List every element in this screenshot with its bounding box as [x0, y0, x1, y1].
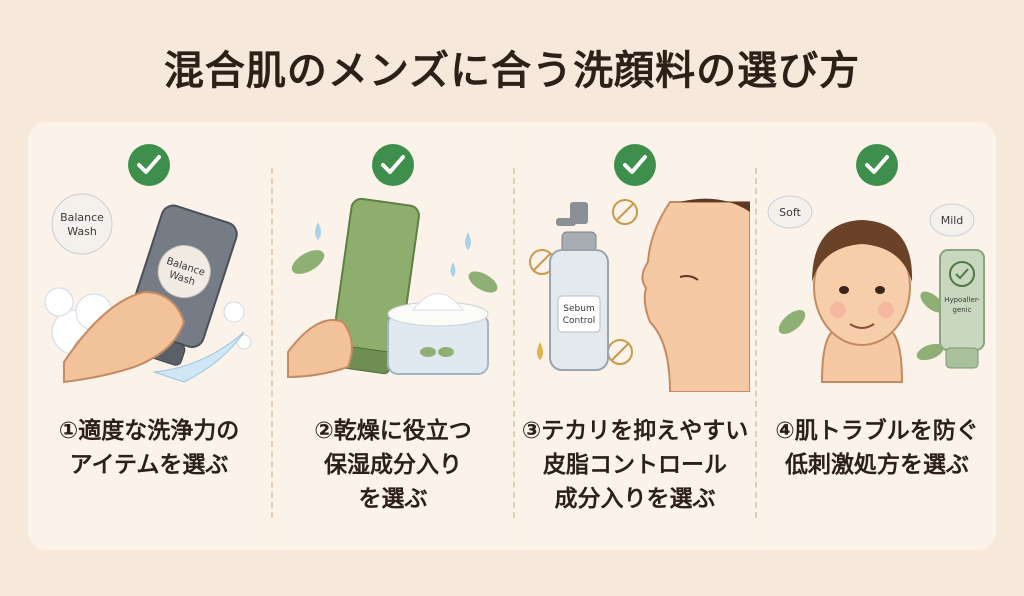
step-card-3: Sebum Control ③テカリを抑えやすい 皮脂コントロール 成分入りを選… [516, 122, 754, 550]
check-icon [128, 144, 170, 186]
low-irritation-illustration: Soft Mild Hypoaller- genic [762, 192, 992, 392]
divider [513, 168, 515, 518]
sebum-control-illustration: Sebum Control [520, 192, 751, 393]
step-card-1: Balance Wash Balance Wash ①適度な洗浄力の アイテムを… [28, 122, 270, 550]
divider [755, 168, 757, 518]
check-icon [856, 144, 898, 186]
step-card-2: ②乾燥に役立つ 保湿成分入り を選ぶ [274, 122, 512, 550]
bubble-soft: Soft [779, 206, 801, 219]
tube-label: Hypoaller- [944, 296, 980, 304]
bottle-label: Sebum [563, 304, 594, 314]
bubble-mild: Mild [941, 214, 964, 227]
check-icon [614, 144, 656, 186]
page-title: 混合肌のメンズに合う洗顔料の選び方 [163, 48, 861, 94]
step-caption-3: ③テカリを抑えやすい 皮脂コントロール 成分入りを選ぶ [521, 418, 749, 512]
svg-text:genic: genic [953, 306, 972, 314]
step-card-4: Soft Mild Hypoaller- genic ④肌トラブルを防ぐ 低刺激… [758, 122, 996, 550]
step-caption-1: ①適度な洗浄力の アイテムを選ぶ [58, 418, 240, 478]
bubble-label: Balance [60, 211, 104, 224]
step-caption-2: ②乾燥に役立つ 保湿成分入り を選ぶ [314, 418, 472, 512]
divider [271, 168, 273, 518]
svg-text:Wash: Wash [67, 225, 97, 238]
moisturizer-illustration [278, 192, 508, 392]
cleanser-tube-illustration: Balance Wash Balance Wash [34, 192, 264, 392]
check-icon [372, 144, 414, 186]
svg-text:Control: Control [563, 316, 596, 326]
step-caption-4: ④肌トラブルを防ぐ 低刺激処方を選ぶ [775, 418, 979, 478]
steps-panel: Balance Wash Balance Wash ①適度な洗浄力の アイテムを… [28, 122, 996, 550]
